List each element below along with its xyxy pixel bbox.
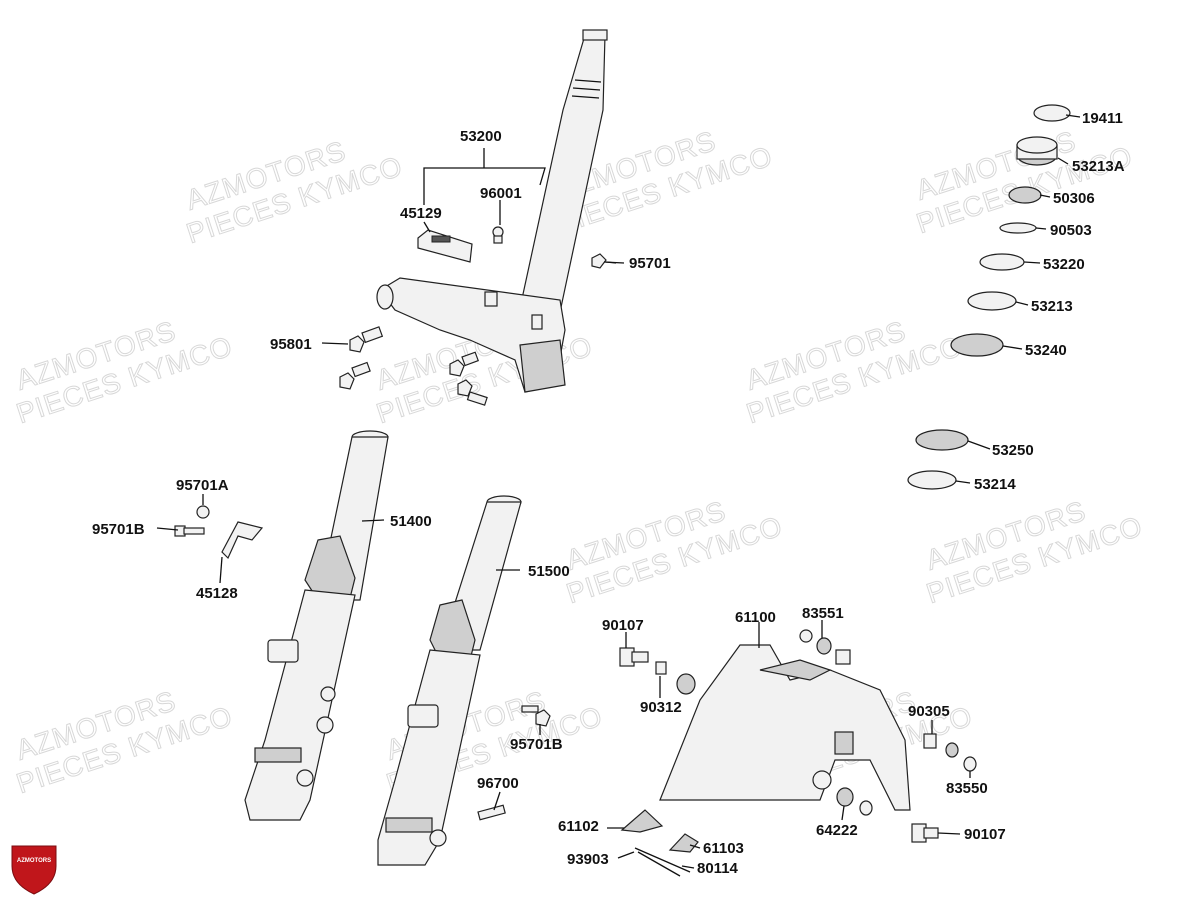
label-53214[interactable]: 53214	[974, 476, 1016, 493]
collar-83550	[963, 756, 977, 772]
label-53250[interactable]: 53250	[992, 442, 1034, 459]
front-fender-61100	[659, 644, 911, 811]
leader-lines	[156, 114, 1081, 869]
label-95701B[interactable]: 95701B	[92, 521, 145, 538]
label-53220[interactable]: 53220	[1043, 256, 1085, 273]
label-53213A[interactable]: 53213A	[1072, 158, 1125, 175]
label-45128[interactable]: 45128	[196, 585, 238, 602]
label-90312[interactable]: 90312	[640, 699, 682, 716]
fork-leg-51400	[244, 430, 389, 821]
grommet-64222	[836, 787, 854, 807]
label-51400[interactable]: 51400	[390, 513, 432, 530]
label-80114[interactable]: 80114	[697, 860, 739, 877]
bearing-53250	[915, 429, 969, 451]
fork-leg-51500	[377, 495, 522, 866]
label-95701A[interactable]: 95701A	[176, 477, 229, 494]
logo-text: AZMOTORS	[17, 858, 51, 864]
label-95801[interactable]: 95801	[270, 336, 312, 353]
label-90107-bottom[interactable]: 90107	[964, 826, 1006, 843]
label-90305[interactable]: 90305	[908, 703, 950, 720]
label-93903[interactable]: 93903	[567, 851, 609, 868]
bolt-95701	[591, 253, 617, 269]
label-95701[interactable]: 95701	[629, 255, 671, 272]
clip-90305	[923, 733, 937, 749]
nut-19411	[1033, 104, 1071, 122]
label-53213[interactable]: 53213	[1031, 298, 1073, 315]
race-53220	[979, 253, 1025, 271]
label-90503[interactable]: 90503	[1050, 222, 1092, 239]
race-53213	[967, 291, 1017, 311]
bolt-96001	[492, 226, 504, 244]
steering-stem-53200	[376, 29, 608, 393]
label-96001[interactable]: 96001	[480, 185, 522, 202]
label-83551[interactable]: 83551	[802, 605, 844, 622]
bracket-45128	[174, 505, 264, 560]
label-61102[interactable]: 61102	[558, 818, 599, 835]
hardware-fender	[619, 629, 977, 877]
guide-61102	[620, 809, 664, 833]
washer-90503	[999, 222, 1037, 234]
label-53200[interactable]: 53200	[460, 128, 502, 145]
label-83550[interactable]: 83550	[946, 780, 988, 797]
label-51500[interactable]: 51500	[528, 563, 570, 580]
label-64222[interactable]: 64222	[816, 822, 858, 839]
bolt-96700	[477, 804, 506, 821]
label-61100[interactable]: 61100	[735, 609, 776, 626]
bearing-stack	[907, 104, 1071, 490]
part-labels: 19411 53213A 50306 90503 53220 53213 532…	[92, 110, 1125, 877]
race-53214	[907, 470, 957, 490]
label-45129[interactable]: 45129	[400, 205, 442, 222]
clamp-45129	[417, 229, 473, 263]
bolt-95801	[339, 326, 488, 406]
label-61103[interactable]: 61103	[703, 840, 744, 857]
bearing-53240	[950, 333, 1004, 357]
collar-83551	[799, 629, 813, 643]
label-50306[interactable]: 50306	[1053, 190, 1095, 207]
nut-50306	[1008, 186, 1042, 204]
label-53240[interactable]: 53240	[1025, 342, 1067, 359]
bolt-95701B	[521, 705, 551, 727]
label-19411[interactable]: 19411	[1082, 110, 1123, 127]
guide-61103	[668, 833, 699, 853]
label-96700[interactable]: 96700	[477, 775, 519, 792]
label-90107-top[interactable]: 90107	[602, 617, 644, 634]
azmotors-logo: AZMOTORS	[11, 845, 57, 895]
label-95701B-lower[interactable]: 95701B	[510, 736, 563, 753]
collar-90312	[655, 661, 667, 675]
